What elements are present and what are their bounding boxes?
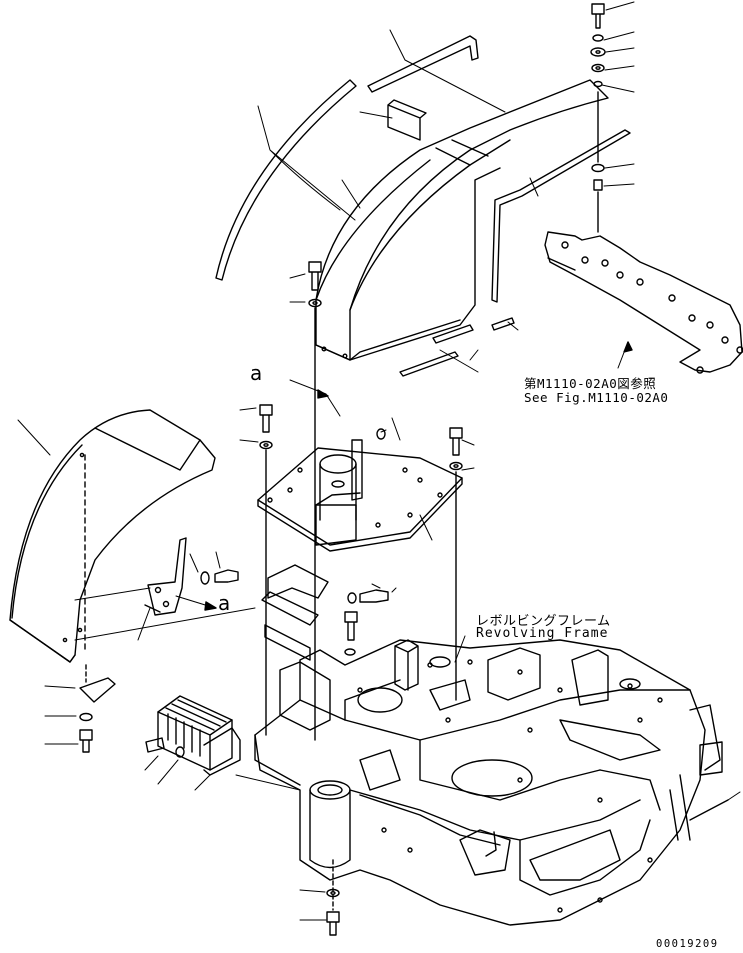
frame-label-jp: レボルビングフレーム (476, 614, 611, 629)
bolt-bottom (299, 859, 340, 936)
fender-seal-strip (215, 79, 357, 281)
side-fender (9, 409, 216, 663)
bracket-plate (544, 231, 743, 374)
center-brackets (261, 564, 397, 661)
top-seal-strip (367, 35, 479, 93)
ref-arrowhead (623, 341, 633, 353)
small-strips (399, 317, 515, 377)
revolving-frame (254, 639, 729, 926)
view-mark-top: a (250, 361, 263, 385)
reference-note-en: See Fig.M1110-02A0 (524, 390, 669, 405)
drawing-code: 00019209 (656, 938, 719, 950)
cushion-pad (387, 99, 427, 141)
reference-note-jp: 第M1110-02A0図参照 (524, 376, 657, 391)
leader-bracket (74, 587, 151, 601)
side-seal-strip (491, 129, 631, 303)
view-mark-left: a (218, 591, 231, 615)
leader-lines-plate (380, 417, 475, 541)
bolt-stack-right (590, 3, 606, 233)
frame-leader (454, 635, 466, 663)
step-box (144, 695, 241, 791)
left-bottom-hardware (44, 664, 116, 753)
small-washer-plate (376, 428, 386, 440)
bolt-left (239, 404, 273, 736)
leader-lines-top (257, 29, 539, 373)
leader-lines-right (601, 1, 635, 187)
bolt-right (449, 427, 463, 701)
frame-label-en: Revolving Frame (476, 626, 609, 641)
fender-bracket (137, 537, 239, 641)
bolt-upper-center (289, 261, 322, 741)
rear-fender-cover (315, 79, 609, 361)
mounting-plate (257, 439, 463, 552)
